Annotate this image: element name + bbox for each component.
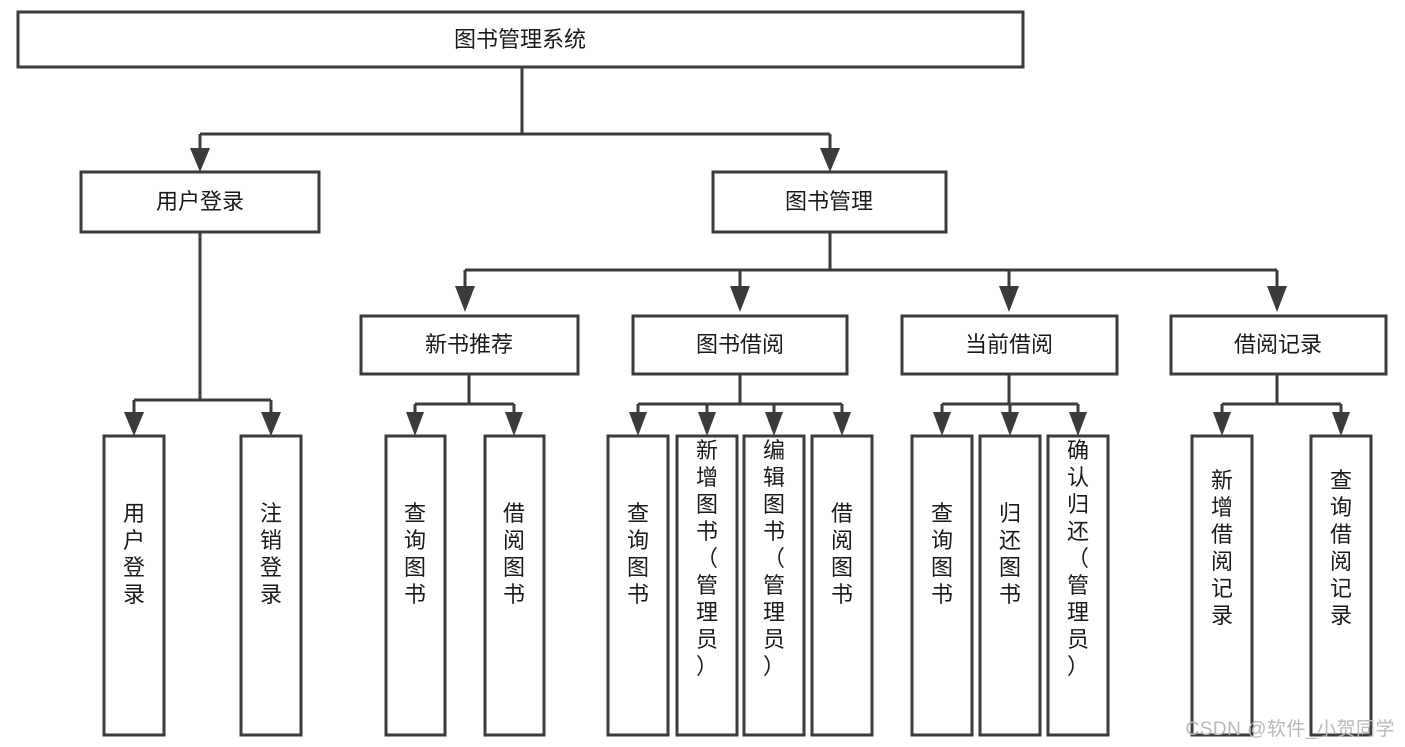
leaf-current-query-book-label: 查询图书 <box>931 501 953 607</box>
leaf-current-return-book-box[interactable] <box>978 434 1042 737</box>
node-new-book-recommend-box[interactable] <box>359 314 580 376</box>
leaf-current-query-book-box[interactable] <box>910 434 974 737</box>
node-book-borrow[interactable]: 图书借阅 <box>631 314 849 376</box>
leaf-borrow-query-book-label: 查询图书 <box>627 501 649 607</box>
leaf-borrow-edit-book-admin[interactable]: 编辑图书（管理员） <box>742 434 806 737</box>
arrow-book-mgmt-child-2-icon <box>999 286 1019 312</box>
leaf-borrow-query-book[interactable]: 查询图书 <box>606 434 670 737</box>
leaf-current-return-book[interactable]: 归还图书 <box>978 434 1042 737</box>
leaf-borrow-edit-book-admin-box[interactable] <box>742 434 806 737</box>
node-current-borrow-label: 当前借阅 <box>965 332 1053 357</box>
node-borrow-record[interactable]: 借阅记录 <box>1169 314 1388 376</box>
arrow-user-login-leaf-1-icon <box>261 412 281 436</box>
connector-layer <box>124 67 1350 436</box>
leaf-borrow-add-book-admin[interactable]: 新增图书（管理员） <box>675 434 739 737</box>
node-user-login-box[interactable] <box>79 170 321 234</box>
leaf-borrow-borrow-book-label: 借阅图书 <box>831 501 853 607</box>
arrow-current-borrow-leaf-2-icon <box>1069 412 1087 436</box>
node-borrow-record-box[interactable] <box>1169 314 1388 376</box>
node-root-label: 图书管理系统 <box>454 27 586 52</box>
node-borrow-record-label: 借阅记录 <box>1234 332 1322 357</box>
leaf-borrow-borrow-book[interactable]: 借阅图书 <box>810 434 874 737</box>
arrow-book-borrow-leaf-3-icon <box>833 412 851 436</box>
leaf-user-login-login[interactable]: 用户登录 <box>102 434 166 737</box>
node-book-borrow-box[interactable] <box>631 314 849 376</box>
leaf-new-book-borrow-label: 借阅图书 <box>503 501 525 607</box>
leaf-borrow-add-book-admin-label: 新增图书（管理员） <box>696 438 718 679</box>
node-root-box[interactable] <box>16 10 1025 69</box>
arrow-book-mgmt-child-0-icon <box>455 286 475 312</box>
leaf-user-login-logout-label: 注销登录 <box>260 501 282 607</box>
leaf-current-confirm-return-admin-label: 确认归还（管理员） <box>1067 438 1089 679</box>
leaf-user-login-login-box[interactable] <box>102 434 166 737</box>
leaf-new-book-query-box[interactable] <box>384 434 447 737</box>
leaf-current-query-book[interactable]: 查询图书 <box>910 434 974 737</box>
node-current-borrow-box[interactable] <box>900 314 1119 376</box>
leaf-borrow-add-book-admin-box[interactable] <box>675 434 739 737</box>
leaf-current-confirm-return-admin-box[interactable] <box>1046 434 1110 737</box>
leaf-user-login-logout-box[interactable] <box>239 434 303 737</box>
leaf-user-login-logout[interactable]: 注销登录 <box>239 434 303 737</box>
leaf-current-return-book-label: 归还图书 <box>999 501 1021 607</box>
node-new-book-recommend[interactable]: 新书推荐 <box>359 314 580 376</box>
arrow-book-borrow-leaf-1-icon <box>698 412 716 436</box>
arrow-book-mgmt-child-3-icon <box>1267 286 1287 312</box>
arrow-borrow-record-leaf-1-icon <box>1332 412 1350 436</box>
leaf-new-book-borrow[interactable]: 借阅图书 <box>483 434 546 737</box>
node-user-login[interactable]: 用户登录 <box>79 170 321 234</box>
node-user-login-label: 用户登录 <box>156 189 244 214</box>
leaf-borrow-query-book-box[interactable] <box>606 434 670 737</box>
node-book-borrow-label: 图书借阅 <box>696 332 784 357</box>
leaf-new-book-query[interactable]: 查询图书 <box>384 434 447 737</box>
leaf-current-confirm-return-admin[interactable]: 确认归还（管理员） <box>1046 434 1110 737</box>
node-root-book-management-system[interactable]: 图书管理系统 <box>16 10 1025 69</box>
node-new-book-recommend-label: 新书推荐 <box>425 332 513 357</box>
leaf-record-add-record[interactable]: 新增借阅记录 <box>1190 434 1254 737</box>
leaf-record-add-record-label: 新增借阅记录 <box>1211 468 1233 628</box>
arrow-new-book-leaf-0-icon <box>406 412 424 436</box>
arrow-root-to-user-login-icon <box>190 148 210 172</box>
arrow-new-book-leaf-1-icon <box>505 412 523 436</box>
node-book-management-box[interactable] <box>711 170 948 234</box>
leaf-record-query-record[interactable]: 查询借阅记录 <box>1309 434 1373 737</box>
leaf-record-query-record-label: 查询借阅记录 <box>1330 468 1352 628</box>
leaf-new-book-query-label: 查询图书 <box>404 501 426 607</box>
arrow-book-borrow-leaf-2-icon <box>765 412 783 436</box>
leaf-borrow-borrow-book-box[interactable] <box>810 434 874 737</box>
arrow-user-login-leaf-0-icon <box>124 412 144 436</box>
leaf-new-book-borrow-box[interactable] <box>483 434 546 737</box>
node-current-borrow[interactable]: 当前借阅 <box>900 314 1119 376</box>
leaf-user-login-login-label: 用户登录 <box>123 501 145 607</box>
arrow-borrow-record-leaf-0-icon <box>1213 412 1231 436</box>
leaf-record-add-record-box[interactable] <box>1190 434 1254 737</box>
arrow-book-borrow-leaf-0-icon <box>629 412 647 436</box>
arrow-book-mgmt-child-1-icon <box>730 286 750 312</box>
arrow-current-borrow-leaf-1-icon <box>1001 412 1019 436</box>
arrow-current-borrow-leaf-0-icon <box>933 412 951 436</box>
node-book-management[interactable]: 图书管理 <box>711 170 948 234</box>
leaf-record-query-record-box[interactable] <box>1309 434 1373 737</box>
node-book-management-label: 图书管理 <box>785 189 873 214</box>
leaf-borrow-edit-book-admin-label: 编辑图书（管理员） <box>763 438 785 679</box>
arrow-root-to-book-mgmt-icon <box>820 148 840 172</box>
